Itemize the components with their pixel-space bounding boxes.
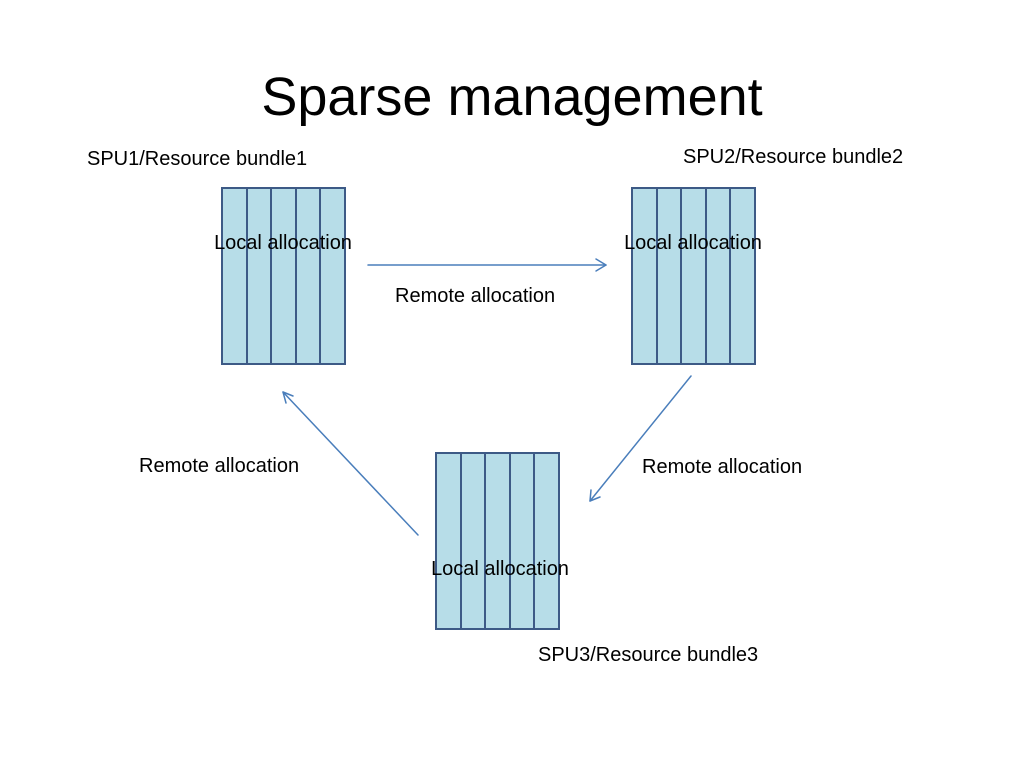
bundle-slot: [535, 454, 558, 628]
bundle-slot: [321, 189, 344, 363]
bundle-slot: [486, 454, 511, 628]
bundle-slot: [297, 189, 322, 363]
arrow-spu3-to-spu1: [282, 391, 419, 536]
bundle3-local-label: Local allocation: [431, 558, 569, 580]
arrowhead-spu1-to-spu2: [595, 258, 607, 272]
resource-bundle-1: [221, 187, 346, 365]
remote-label-spu1-to-spu2: Remote allocation: [395, 285, 556, 307]
bundle-slot: [223, 189, 248, 363]
bundle-slot: [633, 189, 658, 363]
bundle-slot: [658, 189, 683, 363]
bundle-slot: [707, 189, 732, 363]
bundle-slot: [511, 454, 536, 628]
arrow-spu2-to-spu3: [589, 375, 692, 502]
resource-bundle-2: [631, 187, 756, 365]
bundle-slot: [462, 454, 487, 628]
resource-bundle-3: [435, 452, 560, 630]
bundle3-name: SPU3/Resource bundle3: [538, 644, 759, 666]
bundle-slot: [272, 189, 297, 363]
remote-label-spu2-to-spu3: Remote allocation: [642, 456, 803, 478]
arrowhead-spu3-to-spu1: [282, 391, 294, 404]
bundle-slot: [437, 454, 462, 628]
bundle2-local-label: Local allocation: [624, 232, 762, 254]
bundle2-name: SPU2/Resource bundle2: [683, 146, 904, 168]
bundle1-name: SPU1/Resource bundle1: [87, 148, 308, 170]
bundle-slot: [731, 189, 754, 363]
bundle1-local-label: Local allocation: [214, 232, 352, 254]
remote-label-spu3-to-spu1: Remote allocation: [139, 455, 300, 477]
slide-title: Sparse management: [261, 67, 763, 127]
arrowhead-spu2-to-spu3: [589, 489, 601, 502]
bundle-slot: [682, 189, 707, 363]
bundle-slot: [248, 189, 273, 363]
